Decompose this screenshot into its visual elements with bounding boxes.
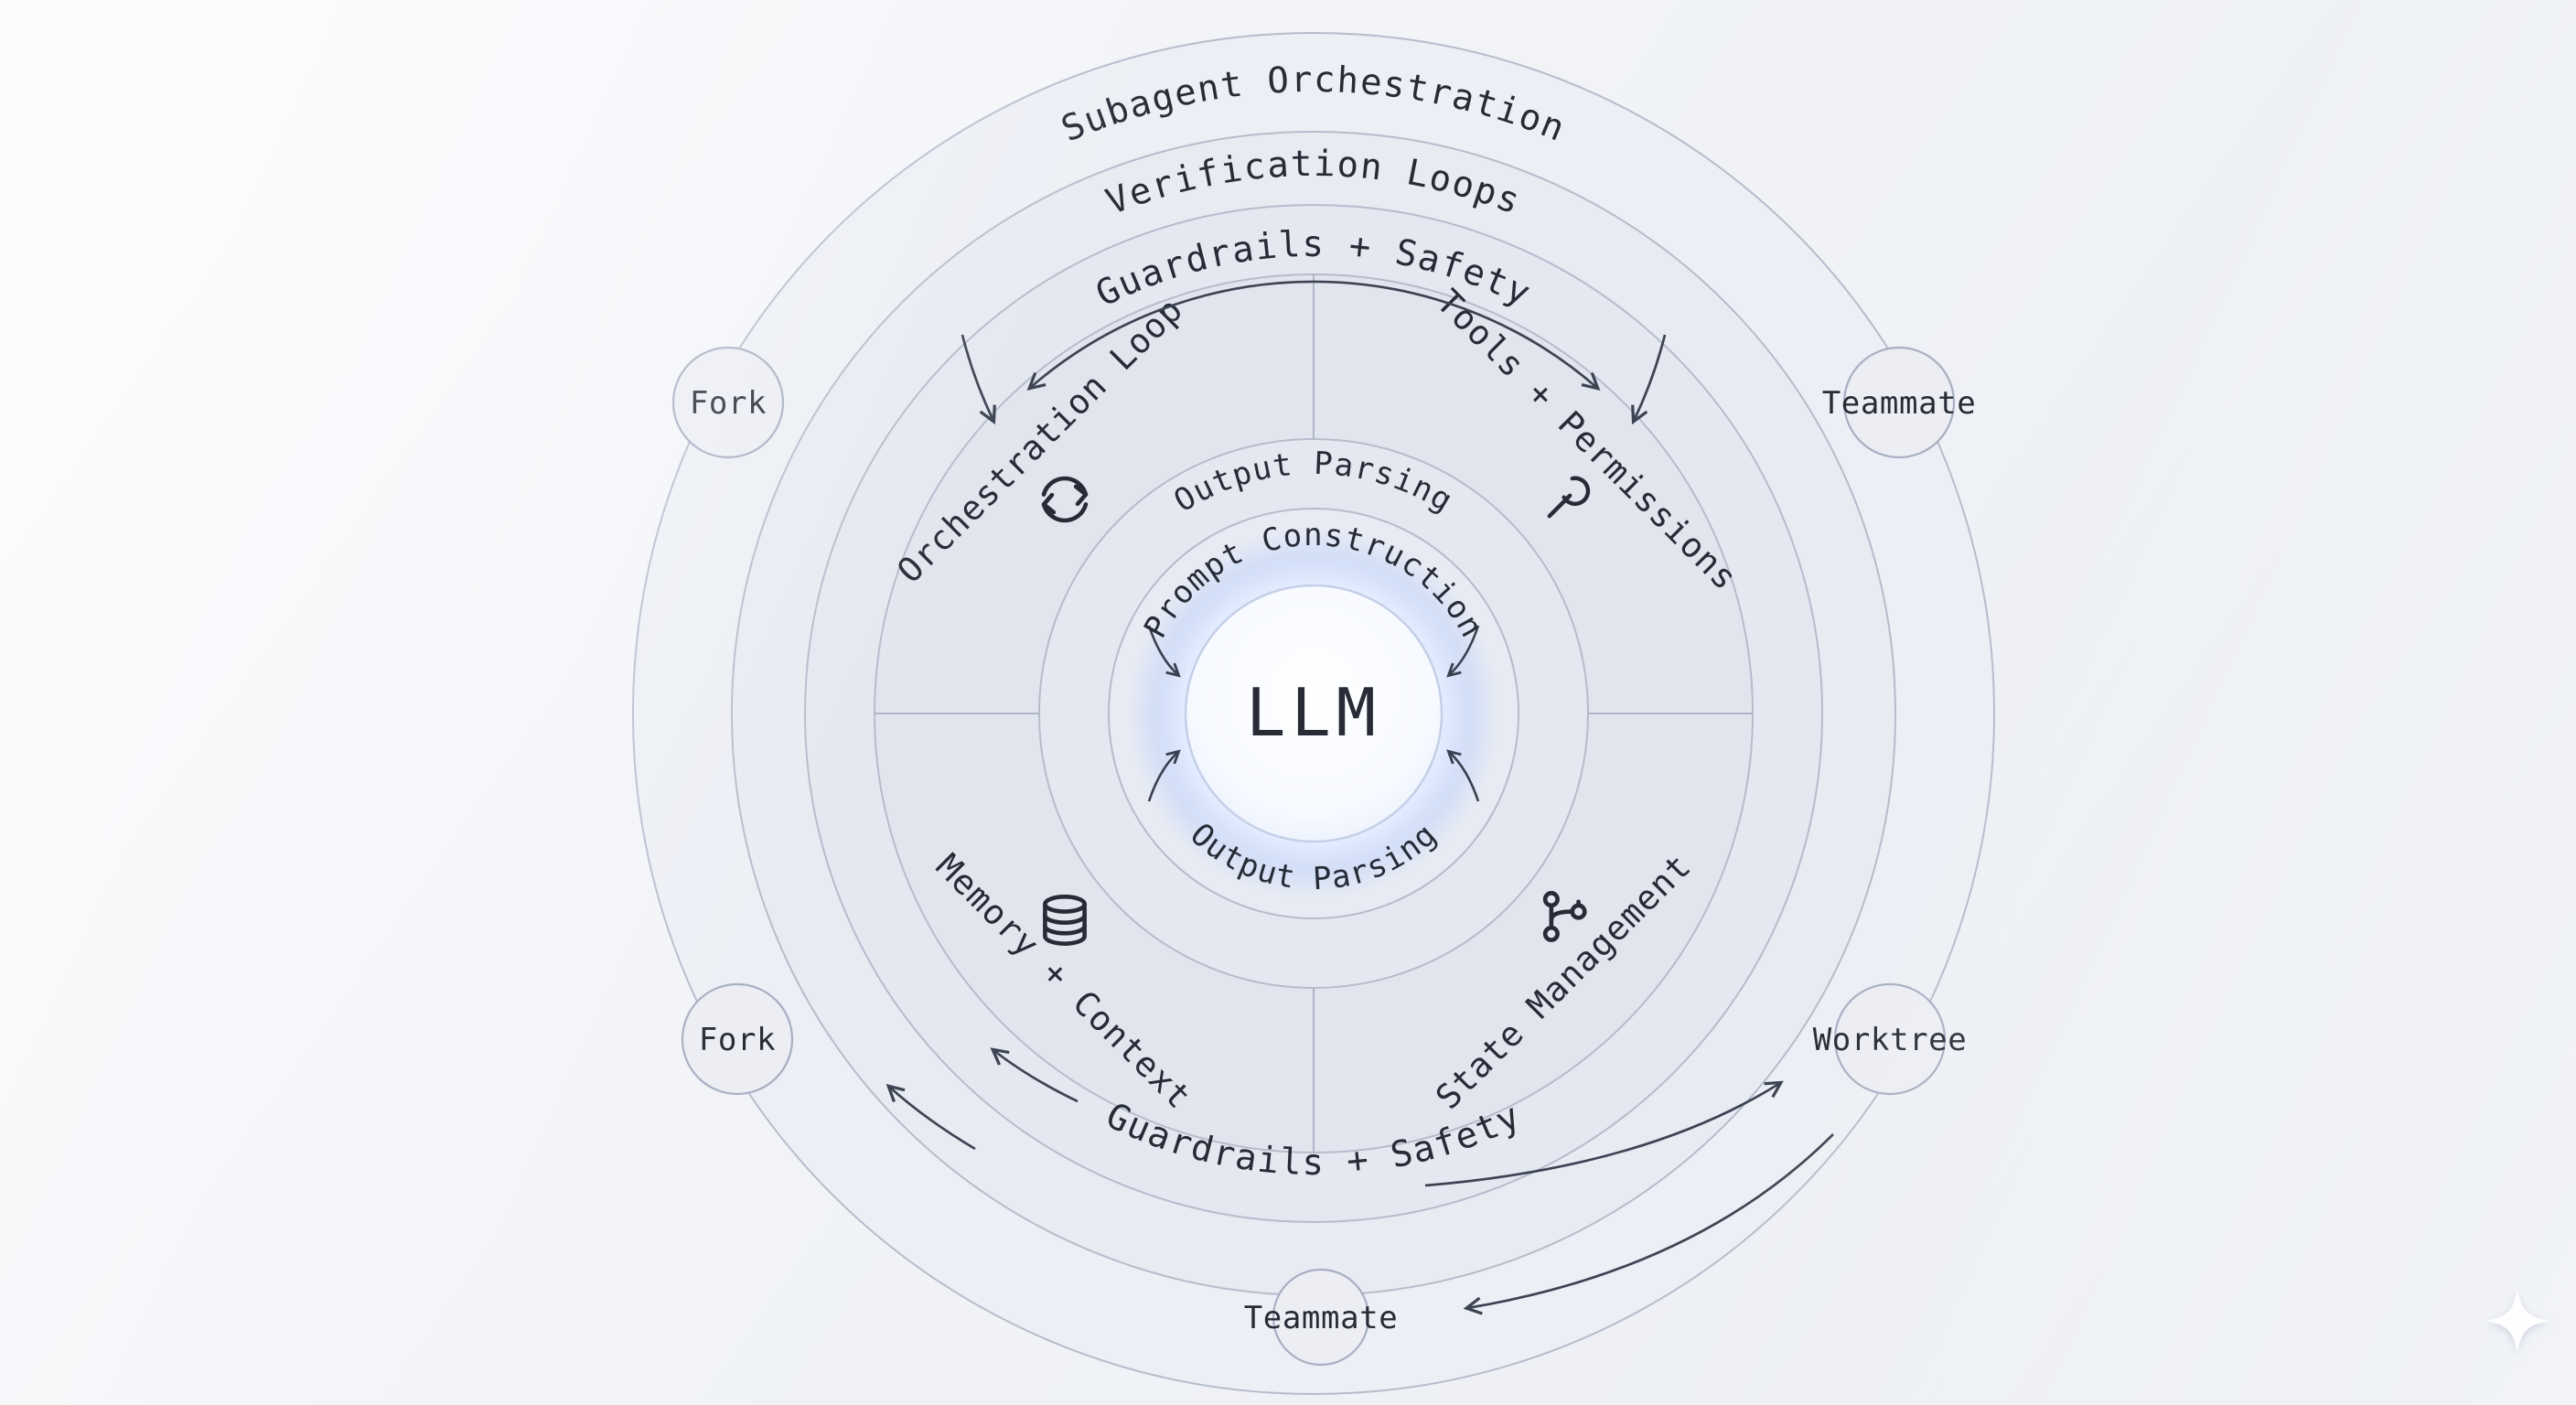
wrench-icon bbox=[1547, 476, 1591, 519]
node-teammate-bottom-label: Teammate bbox=[1244, 1300, 1399, 1336]
node-teammate-right: Teammate bbox=[1822, 346, 1977, 459]
node-fork-top-label: Fork bbox=[690, 385, 767, 422]
node-worktree-label: Worktree bbox=[1813, 1022, 1968, 1058]
node-worktree: Worktree bbox=[1813, 982, 1968, 1096]
node-teammate-right-label: Teammate bbox=[1822, 385, 1977, 422]
arrow-bottom-left-outer bbox=[889, 1087, 976, 1151]
cycle-icon bbox=[1041, 476, 1089, 523]
sparkle-shape bbox=[2486, 1290, 2549, 1352]
database-icon bbox=[1043, 895, 1087, 946]
llm-arrow-left-top bbox=[1147, 625, 1178, 675]
node-fork-bottom: Fork bbox=[681, 982, 794, 1096]
llm-arrow-right-top bbox=[1449, 625, 1480, 675]
sparkle-logo bbox=[2486, 1290, 2549, 1352]
llm-label: LLM bbox=[1246, 674, 1381, 751]
arrow-inward-top-left bbox=[961, 334, 993, 421]
node-fork-bottom-label: Fork bbox=[699, 1022, 776, 1058]
arrow-inward-top-right bbox=[1634, 334, 1667, 421]
llm-circle bbox=[1184, 584, 1444, 843]
quadrant-dividers bbox=[875, 274, 1753, 1153]
llm-flow-arrows bbox=[1147, 625, 1480, 802]
llm-arrow-right-bottom bbox=[1449, 752, 1480, 802]
satellite-nodes: Fork Teammate Fork Worktree Teammate bbox=[671, 346, 1977, 1367]
arrow-bottom-left-inner bbox=[993, 1050, 1079, 1103]
llm-core: LLM bbox=[1127, 527, 1500, 900]
ring-arrows bbox=[889, 280, 1834, 1308]
git-branch-icon bbox=[1542, 891, 1587, 942]
quadrant-icons bbox=[1041, 476, 1591, 946]
llm-arrow-left-bottom bbox=[1147, 752, 1178, 802]
arrow-worktree-to-teammate bbox=[1467, 1133, 1834, 1308]
arrow-bottom-right-to-worktree bbox=[1424, 1083, 1780, 1187]
arrow-guardrails-top-span bbox=[1030, 280, 1597, 388]
node-teammate-bottom: Teammate bbox=[1244, 1268, 1399, 1367]
node-fork-top: Fork bbox=[671, 346, 785, 459]
